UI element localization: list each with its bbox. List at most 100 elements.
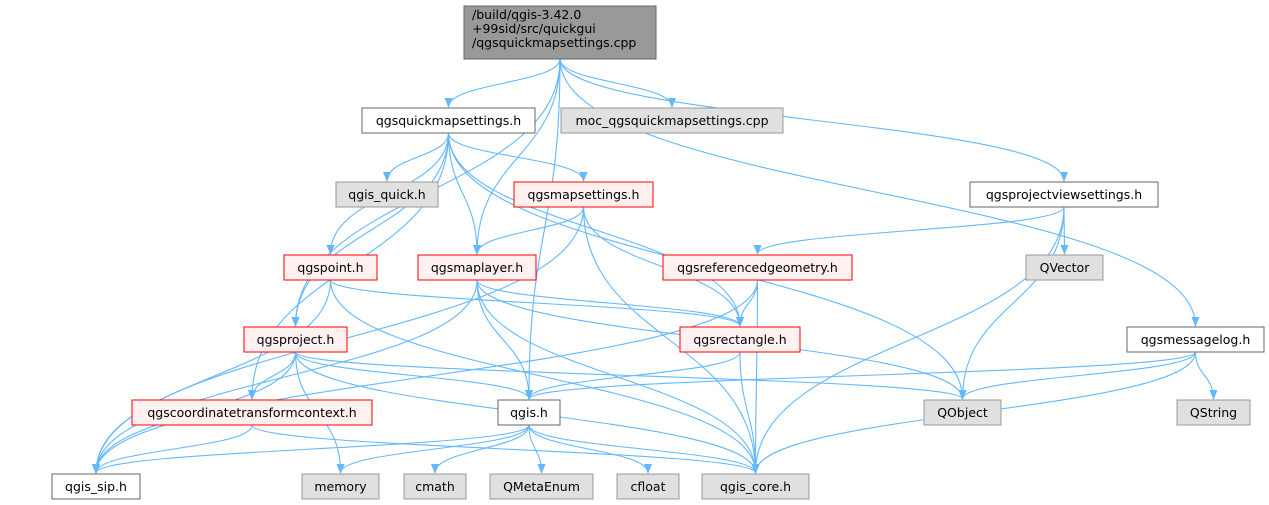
node-qgis-h[interactable]: qgis.h (497, 399, 561, 426)
node-label: QString (1190, 405, 1237, 420)
edge-qgsmaplayer_h-to-qgis_sip_h (92, 279, 478, 474)
edge-qgsquickmapsettings_h-to-qgsrectangle_h (447, 132, 744, 327)
node-box (301, 473, 380, 500)
node-qgsrectangle-h[interactable]: qgsrectangle.h (679, 326, 801, 353)
edge-qgsmaplayer_h-to-qgis_h (476, 279, 533, 400)
node-qgis-core-h[interactable]: qgis_core.h (701, 473, 810, 500)
node-box (243, 326, 348, 353)
node-qgsmaplayer-h[interactable]: qgsmaplayer.h (417, 254, 537, 281)
node-box (361, 107, 536, 134)
edge-qgsmaplayer_h-to-qgis_core_h (476, 279, 760, 474)
edge-qgsquickmapsettings_h-to-qgsmaplayer_h (447, 132, 481, 255)
node-label: QObject (937, 405, 988, 420)
node-label: qgis_core.h (720, 479, 791, 494)
node-box (1126, 326, 1265, 353)
node-cmath[interactable]: cmath (403, 473, 467, 500)
node-label: qgspoint.h (297, 260, 363, 275)
edge-qgsproject_h-to-qgis_h (294, 351, 533, 400)
node-qvector[interactable]: QVector (1025, 254, 1104, 281)
node-box (489, 473, 594, 500)
node-label: /build/qgis-3.42.0 (472, 7, 581, 22)
node-box (513, 181, 654, 208)
node-box (335, 181, 439, 208)
node-qgscoordinatetransformcontext-h[interactable]: qgscoordinatetransformcontext.h (131, 399, 373, 426)
edge-qgsproject_h-to-qobject (294, 351, 967, 400)
node-box (403, 473, 467, 500)
node-label: cfloat (631, 479, 666, 494)
node-qgspoint-h[interactable]: qgspoint.h (283, 254, 378, 281)
node-box (679, 326, 801, 353)
node-qgis-sip-h[interactable]: qgis_sip.h (51, 473, 141, 500)
edge-root-to-qgsprojectviewsettings_h (559, 58, 1068, 182)
edge-qgspoint_h-to-qgsrectangle_h (329, 279, 744, 327)
node-qgsmessagelog-h[interactable]: qgsmessagelog.h (1126, 326, 1265, 353)
node-qgis-quick-h[interactable]: qgis_quick.h (335, 181, 439, 208)
node-label: qgsmessagelog.h (1141, 332, 1251, 347)
edge-qgis_h-to-cmath (431, 424, 530, 474)
node-box (616, 473, 680, 500)
node-qgsprojectviewsettings-h[interactable]: qgsprojectviewsettings.h (969, 181, 1159, 208)
node-qgsmapsettings-h[interactable]: qgsmapsettings.h (513, 181, 654, 208)
node-box (923, 399, 1002, 426)
node-label: qgis.h (510, 405, 548, 420)
edge-qgsmapsettings_h-to-qgsmaplayer_h (473, 206, 585, 255)
edge-qgsmapsettings_h-to-qgsrectangle_h (582, 206, 744, 327)
node-label: qgsmaplayer.h (431, 260, 523, 275)
edge-root-to-qgis_h (525, 58, 561, 400)
edge-qgis_h-to-qgis_sip_h (92, 424, 530, 474)
node-memory[interactable]: memory (301, 473, 380, 500)
node-label: qgsreferencedgeometry.h (677, 260, 838, 275)
edge-qgsmessagelog_h-to-qstring (1194, 351, 1218, 400)
edge-root-to-moc_cpp (559, 58, 676, 108)
edge-root-to-qgsquickmapsettings_h (444, 58, 561, 108)
node-label: qgis_quick.h (348, 187, 425, 202)
node-box (417, 254, 537, 281)
node-qgsquickmapsettings-h[interactable]: qgsquickmapsettings.h (361, 107, 536, 134)
edge-root-to-qgsmaplayer_h (473, 58, 561, 255)
node-box (662, 254, 853, 281)
node-label: qgsmapsettings.h (528, 187, 640, 202)
edge-qgsmessagelog_h-to-qgis_h (525, 351, 1197, 400)
node-box (1176, 399, 1251, 426)
edge-qgsmapsettings_h-to-qgis_core_h (582, 206, 760, 474)
node-label: QVector (1040, 260, 1091, 275)
edge-qgis_h-to-qmetaenum (528, 424, 546, 474)
edge-qgsreferencedgeometry_h-to-qgis_core_h (751, 279, 760, 474)
edge-qgis_h-to-memory (336, 424, 530, 474)
node-box (283, 254, 378, 281)
edge-qgsprojectviewsettings_h-to-qgsreferencedgeometry_h (753, 206, 1065, 255)
node-root[interactable]: /build/qgis-3.42.0+99sid/src/quickgui/qg… (463, 5, 657, 60)
node-label: memory (314, 479, 367, 494)
node-qgsreferencedgeometry-h[interactable]: qgsreferencedgeometry.h (662, 254, 853, 281)
node-box (463, 5, 657, 60)
node-label: moc_qgsquickmapsettings.cpp (575, 113, 768, 128)
edge-qgscoordinatetransformcontext_h-to-qgis_sip_h (92, 424, 253, 474)
node-label: +99sid/src/quickgui (472, 21, 596, 36)
edge-qgspoint_h-to-qgis_core_h (329, 279, 760, 474)
edge-qgscoordinatetransformcontext_h-to-qgis_core_h (251, 424, 760, 474)
node-label: qgsproject.h (257, 332, 335, 347)
edge-qgsmessagelog_h-to-qobject (958, 351, 1197, 400)
node-qgsproject-h[interactable]: qgsproject.h (243, 326, 348, 353)
edge-qgsrectangle_h-to-qgis_core_h (739, 351, 760, 474)
edge-qgsrectangle_h-to-qgis_h (525, 351, 741, 400)
edge-qgsprojectviewsettings_h-to-qgis_core_h (751, 206, 1065, 474)
node-qmetaenum[interactable]: QMetaEnum (489, 473, 594, 500)
node-label: qgsprojectviewsettings.h (986, 187, 1142, 202)
node-cfloat[interactable]: cfloat (616, 473, 680, 500)
node-qstring[interactable]: QString (1176, 399, 1251, 426)
node-moc-cpp[interactable]: moc_qgsquickmapsettings.cpp (560, 107, 784, 134)
node-label: QMetaEnum (503, 479, 580, 494)
node-label: qgsrectangle.h (693, 332, 786, 347)
edge-qgsquickmapsettings_h-to-qgsproject_h (291, 132, 450, 327)
node-box (497, 399, 561, 426)
node-box (51, 473, 141, 500)
edge-qgsquickmapsettings_h-to-qgis_quick_h (383, 132, 450, 182)
node-box (1025, 254, 1104, 281)
edge-qgsquickmapsettings_h-to-qgsmapsettings_h (447, 132, 588, 182)
edge-qgis_h-to-qgis_core_h (528, 424, 760, 474)
node-box (131, 399, 373, 426)
node-qobject[interactable]: QObject (923, 399, 1002, 426)
edge-qgsprojectviewsettings_h-to-qobject (958, 206, 1065, 400)
nodes-layer: /build/qgis-3.42.0+99sid/src/quickgui/qg… (51, 5, 1265, 500)
